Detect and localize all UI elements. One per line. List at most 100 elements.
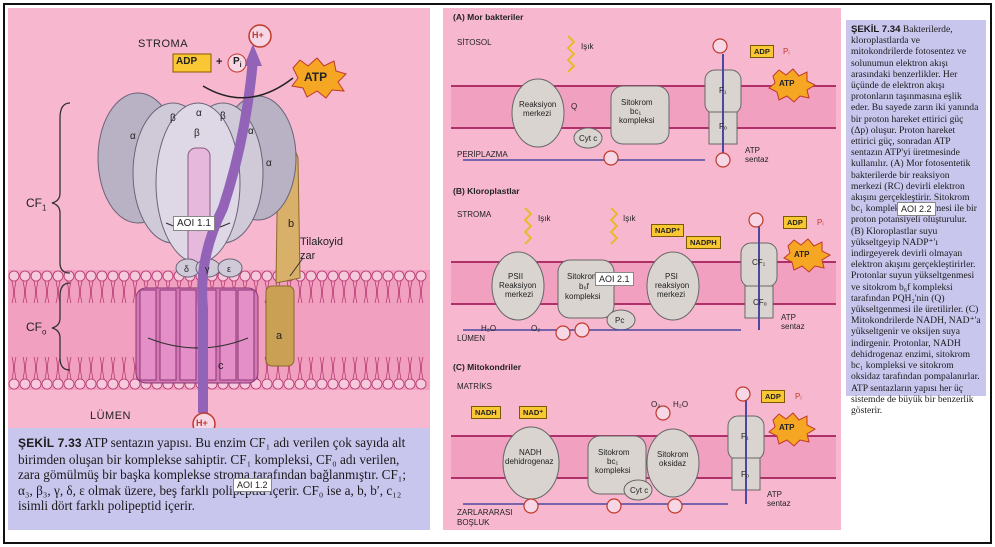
subunit-alpha-2: α <box>196 108 202 119</box>
lipid-head <box>108 271 118 281</box>
lipid-head <box>262 379 272 389</box>
lipid-head <box>394 271 404 281</box>
section-a-title: (A) Mor bakteriler <box>453 12 523 22</box>
lipid-head <box>53 271 63 281</box>
c-atp-label: ATP <box>779 423 794 432</box>
lipid-head <box>372 271 382 281</box>
lipid-head <box>130 379 140 389</box>
lipid-head <box>306 271 316 281</box>
lipid-head <box>108 379 118 389</box>
lumen-label: LÜMEN <box>90 410 131 422</box>
a-q-label: Q <box>571 102 577 111</box>
b-atpsynthase-1: ATP <box>781 313 796 322</box>
lipid-head <box>9 271 19 281</box>
c-atpsynthase-1: ATP <box>767 490 782 499</box>
b-pi-label: Pᵢ <box>817 218 824 227</box>
cf1-label: CF1 <box>26 196 46 212</box>
lipid-head <box>141 271 151 281</box>
c-ring <box>136 288 258 383</box>
b-psii-3: merkezi <box>505 290 533 299</box>
c-atpsynthase-2: sentaz <box>767 499 791 508</box>
b-cyt-2: b₆f <box>579 282 589 291</box>
aoi-2-2-tag: AOI 2.2 <box>897 202 936 216</box>
aoi-1-1-tag: AOI 1.1 <box>173 216 215 231</box>
c-nadh-dh-2: dehidrogenaz <box>505 457 553 466</box>
c-fo-label: Fₒ <box>741 470 749 479</box>
a-pi-label: Pᵢ <box>783 47 790 56</box>
subunit-beta-2: β <box>220 111 226 122</box>
c-nadh-box: NADH <box>471 406 501 419</box>
lipid-head <box>328 271 338 281</box>
b-psii-2: Reaksiyon <box>499 281 536 290</box>
a-adp-box: ADP <box>750 45 774 58</box>
section-c-title: (C) Mitokondriler <box>453 362 521 372</box>
lipid-head <box>339 379 349 389</box>
a-atpsynthase-1: ATP <box>745 146 760 155</box>
a-fo-label: Fₒ <box>719 122 727 131</box>
adp-label: ADP <box>176 56 197 67</box>
a-f1-label: F₁ <box>719 86 727 95</box>
a-cyt-label-2: bc₁ <box>630 107 641 116</box>
lipid-head <box>372 379 382 389</box>
lipid-head <box>97 379 107 389</box>
a-light-icon <box>568 36 574 72</box>
c-o2-label: O₂ <box>651 400 660 409</box>
lipid-head <box>383 379 393 389</box>
subunit-beta-1: β <box>170 113 176 124</box>
subunit-beta-3: β <box>194 128 200 139</box>
b-top-label: STROMA <box>457 210 491 219</box>
cf1-head <box>98 93 296 277</box>
lipid-head <box>416 271 426 281</box>
lipid-head <box>416 379 426 389</box>
b-cfo-label: CFₒ <box>753 298 767 307</box>
lipid-head <box>350 379 360 389</box>
caption-733-title: ŞEKİL 7.33 <box>18 436 82 450</box>
a-cyt-label-1: Sitokrom <box>621 98 653 107</box>
caption-734-title: ŞEKİL 7.34 <box>851 24 900 35</box>
c-cyt-1: Sitokrom <box>598 448 630 457</box>
b-h2o-label: H₂O <box>481 324 496 333</box>
lipid-head <box>119 271 129 281</box>
subunit-alpha-3: α <box>248 126 254 137</box>
a-cytc-label: Cyt c <box>579 134 597 143</box>
lipid-head <box>9 379 19 389</box>
membrane-label-2: zar <box>300 250 315 262</box>
a-light-label: Işık <box>581 42 593 51</box>
b-light-1-icon <box>525 208 531 244</box>
stroma-label: STROMA <box>138 38 188 50</box>
b-adp-box: ADP <box>783 216 807 229</box>
lipid-head <box>339 271 349 281</box>
b-psii-1: PSII <box>508 272 523 281</box>
subunit-b: b <box>288 218 294 230</box>
cf1-brace <box>52 103 70 273</box>
lipid-head <box>53 379 63 389</box>
lipid-head <box>20 271 30 281</box>
b-light-2-label: Işık <box>623 214 635 223</box>
c-cyt-3: kompleksi <box>595 466 631 475</box>
lipid-head <box>317 379 327 389</box>
membrane-label-1: Tilakoyid <box>300 236 343 248</box>
lipid-head <box>31 271 41 281</box>
lipid-head <box>240 271 250 281</box>
b-cyt-3: kompleksi <box>565 292 601 301</box>
section-b-title: (B) Kloroplastlar <box>453 186 520 196</box>
a-subunit <box>266 286 294 366</box>
lipid-head <box>295 379 305 389</box>
lipid-head <box>328 379 338 389</box>
lipid-head <box>394 379 404 389</box>
b-cyt-1: Sitokrom <box>567 272 599 281</box>
subunit-a: a <box>276 330 282 342</box>
pi-label: Pi <box>233 56 242 69</box>
b-pc-label: Pc <box>615 316 624 325</box>
a-rc-label-2: merkezi <box>523 109 551 118</box>
c-bottom-label-2: BOŞLUK <box>457 518 489 527</box>
a-rc-label-1: Reaksiyon <box>519 100 556 109</box>
lipid-head <box>20 379 30 389</box>
lipid-head <box>86 379 96 389</box>
c-cytc-label: Cyt c <box>630 486 648 495</box>
subunit-epsilon: ε <box>227 264 231 274</box>
c-ox-1: Sitokrom <box>657 450 689 459</box>
lipid-head <box>350 271 360 281</box>
b-nadp-box: NADP⁺ <box>651 224 684 237</box>
lipid-head <box>361 271 371 281</box>
